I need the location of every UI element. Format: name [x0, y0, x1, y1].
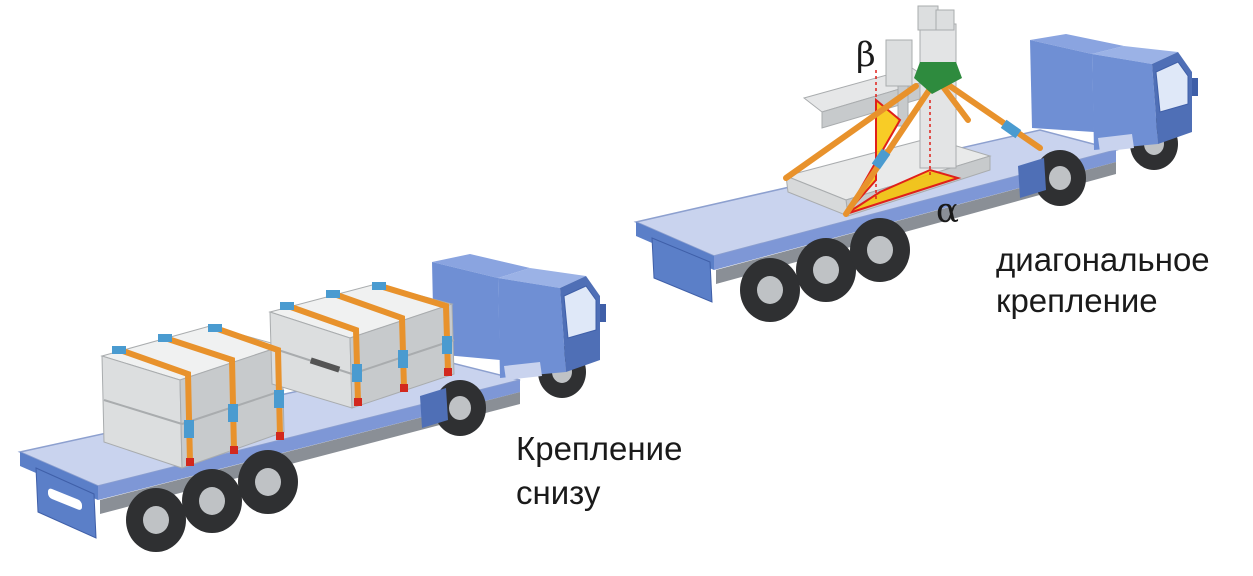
- wheel-hub: [1049, 166, 1071, 190]
- strap-corner-icon: [372, 282, 386, 290]
- ratchets: [871, 119, 1022, 170]
- ratchet-icon: [442, 336, 452, 354]
- cab-back: [1030, 40, 1094, 132]
- hook-icon: [354, 398, 362, 406]
- truck-bottom-lashing: [17, 254, 606, 552]
- rear-bumper-slot: [48, 488, 82, 510]
- machine-motor: [885, 39, 913, 87]
- strap-corner-icon: [326, 290, 340, 298]
- machine-column-top: [935, 9, 955, 31]
- strap: [783, 83, 919, 181]
- collar-green: [914, 62, 962, 94]
- cab-step: [1098, 134, 1134, 152]
- label-bottom-lashing-line1: Крепление: [516, 430, 682, 467]
- cab-step: [504, 362, 542, 380]
- mudguard: [420, 388, 448, 428]
- wheel-hub: [449, 396, 471, 420]
- wheel-hub: [255, 468, 281, 496]
- strap-corner-icon: [208, 324, 222, 332]
- side-mirror: [600, 304, 606, 322]
- hook-icon: [186, 458, 194, 466]
- hook-icon: [230, 446, 238, 454]
- ratchet-icon: [352, 364, 362, 382]
- hook-icon: [276, 432, 284, 440]
- angle-alpha-label: α: [936, 191, 959, 231]
- cab-top: [1092, 46, 1178, 64]
- strap-hooks: [186, 368, 452, 466]
- side-mirror: [1192, 78, 1198, 96]
- cab-window: [1155, 61, 1189, 113]
- wheel-hub: [199, 487, 225, 515]
- wheel-hub: [143, 506, 169, 534]
- strap-corner-icon: [112, 346, 126, 354]
- cargo-label-plate: [309, 357, 341, 373]
- label-diagonal-lashing-line2: крепление: [996, 282, 1158, 319]
- ratchet-icon: [871, 148, 891, 170]
- ratchet-icon: [1000, 119, 1022, 139]
- machine-column-top: [917, 5, 939, 31]
- cab-side: [1092, 54, 1158, 150]
- ratchet-icon: [228, 404, 238, 422]
- angle-alpha-sector: [845, 168, 962, 215]
- ratchet-icon: [274, 390, 284, 408]
- ratchets: [112, 282, 452, 438]
- hook-icon: [400, 384, 408, 392]
- trailer-deck-front: [98, 380, 520, 500]
- cargo-seam: [103, 399, 183, 425]
- strap-corner-icon: [280, 302, 294, 310]
- rear-bumper: [651, 237, 713, 303]
- cab-side: [498, 278, 566, 378]
- cab-fairing: [1030, 34, 1124, 54]
- ratchet-icon: [184, 420, 194, 438]
- cab-fairing: [432, 254, 530, 278]
- wheel-hub: [813, 256, 839, 284]
- wheel-hub: [867, 236, 893, 264]
- strap: [843, 77, 939, 217]
- ratchet-icon: [398, 350, 408, 368]
- label-bottom-lashing-line2: снизу: [516, 474, 601, 511]
- label-diagonal-lashing-line1: диагональное: [996, 241, 1210, 278]
- strap: [941, 79, 1043, 151]
- trailer-deck-front: [714, 150, 1116, 270]
- truck-cab: [432, 254, 606, 380]
- cab-top: [498, 268, 586, 288]
- hook-icon: [444, 368, 452, 376]
- truck-diagonal-lashing: [633, 5, 1198, 322]
- cab-window: [563, 285, 597, 339]
- angle-beta-label: β: [856, 35, 876, 75]
- wheel-hub: [757, 276, 783, 304]
- truck-cab: [1030, 34, 1198, 152]
- trailer-wheels: [126, 450, 298, 552]
- trailer-wheels: [740, 218, 910, 322]
- mudguard: [1018, 158, 1046, 198]
- strap-corner-icon: [158, 334, 172, 342]
